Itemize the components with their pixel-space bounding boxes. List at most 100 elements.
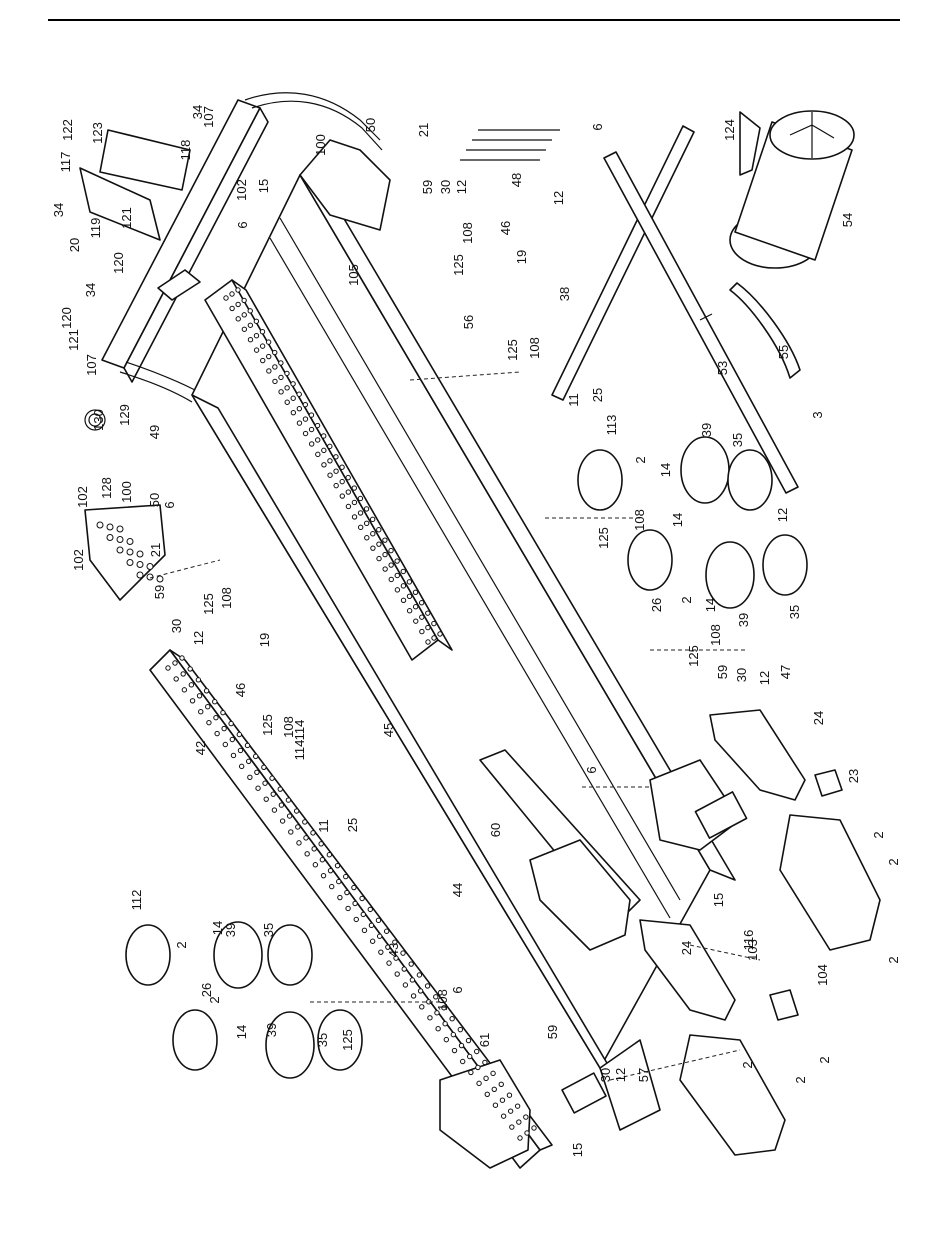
perforation-hole bbox=[352, 900, 358, 907]
part-number-label: 19 bbox=[257, 633, 272, 647]
part-number-label: 59 bbox=[152, 585, 167, 599]
perforation-hole bbox=[394, 558, 400, 564]
perforation-hole bbox=[116, 536, 124, 543]
perforation-hole bbox=[383, 928, 390, 934]
perforation-hole bbox=[228, 720, 234, 727]
part-number-label: 30 bbox=[438, 180, 453, 194]
part-number-label: 105 bbox=[346, 264, 361, 286]
part-number-label: 34 bbox=[190, 105, 205, 119]
part-number-label: 35 bbox=[787, 605, 802, 619]
perforation-hole bbox=[531, 1125, 537, 1131]
perforation-hole bbox=[296, 840, 302, 846]
perforation-hole bbox=[205, 704, 211, 710]
perforation-hole bbox=[213, 714, 219, 721]
perforation-hole bbox=[336, 878, 342, 885]
perforation-hole bbox=[400, 568, 406, 575]
part-number-label: 100 bbox=[313, 134, 328, 156]
perforation-hole bbox=[345, 503, 352, 510]
part-number-label: 25 bbox=[345, 818, 360, 832]
perforation-hole bbox=[266, 368, 272, 374]
perforation-hole bbox=[179, 655, 185, 661]
perforation-hole bbox=[278, 360, 284, 366]
perforation-hole bbox=[344, 889, 350, 896]
perforation-hole bbox=[400, 950, 406, 956]
perforation-hole bbox=[326, 852, 333, 858]
perforation-hole bbox=[302, 416, 309, 422]
part-number-label: 103 bbox=[745, 939, 760, 961]
perforation-hole bbox=[357, 495, 364, 502]
perforation-hole bbox=[376, 527, 382, 533]
part-number-label: 6 bbox=[450, 986, 465, 993]
perforation-hole bbox=[476, 1080, 482, 1087]
perforation-hole bbox=[302, 430, 309, 437]
perforation-hole bbox=[376, 933, 383, 939]
perforation-hole bbox=[419, 614, 425, 620]
perforation-hole bbox=[334, 862, 341, 869]
perforation-hole bbox=[400, 583, 407, 589]
perforation-hole bbox=[418, 600, 425, 606]
perforation-hole bbox=[235, 301, 241, 308]
part-number-label: 124 bbox=[722, 119, 737, 141]
perforation-hole bbox=[435, 1025, 441, 1032]
part-number-label: 19 bbox=[514, 250, 529, 264]
perforation-hole bbox=[443, 1036, 450, 1043]
part-number-label: 12 bbox=[454, 180, 469, 194]
perforation-hole bbox=[364, 535, 370, 541]
perforation-hole bbox=[406, 593, 413, 600]
perforation-hole bbox=[514, 1103, 521, 1109]
perforation-hole bbox=[180, 671, 186, 677]
perforation-hole bbox=[442, 1020, 448, 1027]
perforation-hole bbox=[393, 955, 399, 961]
perforation-hole bbox=[434, 1010, 440, 1016]
perforation-hole bbox=[351, 499, 358, 506]
perforation-hole bbox=[385, 944, 391, 950]
perforation-hole bbox=[206, 719, 212, 726]
perforation-hole bbox=[378, 949, 384, 955]
part-number-label: 2 bbox=[817, 1056, 832, 1063]
perforation-hole bbox=[516, 1119, 522, 1125]
perforation-hole bbox=[382, 537, 388, 543]
part-number-label: 129 bbox=[117, 404, 132, 426]
part-number-label: 15 bbox=[256, 179, 271, 193]
perforation-hole bbox=[146, 563, 154, 570]
perforation-hole bbox=[406, 608, 413, 614]
perforation-hole bbox=[333, 454, 339, 460]
part-number-label: 35 bbox=[315, 1033, 330, 1047]
perforation-hole bbox=[319, 857, 326, 863]
perforation-hole bbox=[277, 786, 283, 792]
part-number-label: 39 bbox=[223, 923, 238, 937]
perforation-hole bbox=[136, 550, 144, 558]
part-number-label: 56 bbox=[461, 315, 476, 329]
perforation-hole bbox=[425, 639, 431, 645]
part-number-label: 114 bbox=[292, 740, 307, 761]
part-number-label: 108 bbox=[460, 222, 475, 244]
perforation-hole bbox=[221, 725, 227, 732]
part-number-label: 120 bbox=[59, 307, 74, 329]
perforation-hole bbox=[285, 797, 292, 803]
perforation-hole bbox=[165, 665, 171, 671]
perforation-hole bbox=[196, 693, 203, 699]
part-number-label: 59 bbox=[545, 1025, 560, 1039]
perforation-hole bbox=[263, 796, 269, 802]
perforation-hole bbox=[491, 1086, 497, 1092]
perforation-hole bbox=[247, 336, 254, 343]
perforation-hole bbox=[375, 917, 382, 924]
roller-caps-left bbox=[125, 921, 363, 1079]
perforation-hole bbox=[416, 972, 423, 978]
roller-caps-right bbox=[577, 436, 808, 609]
part-number-label: 12 bbox=[775, 508, 790, 522]
part-number-label: 2 bbox=[174, 941, 189, 948]
perforation-hole bbox=[198, 709, 204, 715]
perforation-hole bbox=[357, 510, 364, 516]
part-number-label: 39 bbox=[264, 1023, 279, 1037]
perforation-hole bbox=[311, 846, 317, 852]
part-number-label: 107 bbox=[84, 354, 99, 376]
perforation-hole bbox=[523, 1114, 529, 1120]
perforation-hole bbox=[220, 709, 226, 716]
perforation-hole bbox=[357, 524, 364, 531]
part-number-label: 2 bbox=[886, 956, 901, 963]
perforation-hole bbox=[238, 763, 245, 770]
perforation-hole bbox=[376, 541, 382, 547]
perforation-hole bbox=[229, 736, 236, 743]
